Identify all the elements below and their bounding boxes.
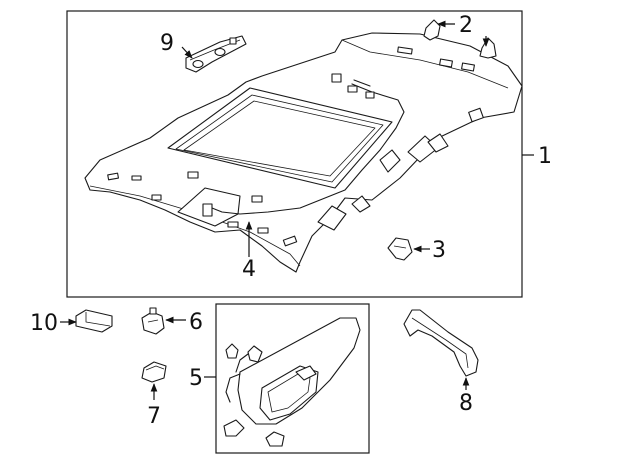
bracket-part-9	[185, 35, 247, 73]
headliner-frame	[66, 10, 523, 298]
callout-8: 8	[459, 391, 473, 416]
clip-part-2	[423, 19, 497, 59]
callout-2: 2	[459, 13, 473, 38]
callout-7: 7	[147, 404, 161, 429]
clip-part-3	[387, 237, 413, 261]
callout-9: 9	[160, 31, 174, 56]
part-7	[141, 361, 167, 383]
callout-1: 1	[538, 144, 552, 169]
part-6	[141, 307, 165, 335]
grab-handle-part-8	[403, 309, 479, 377]
callout-6: 6	[189, 310, 203, 335]
sun-visor-frame	[215, 303, 370, 454]
callout-10: 10	[30, 311, 58, 336]
leader-lines	[60, 20, 534, 400]
headliner-panel	[84, 32, 523, 273]
callout-4: 4	[242, 257, 256, 282]
sun-visor	[223, 317, 361, 447]
callout-3: 3	[432, 238, 446, 263]
part-10	[75, 309, 113, 333]
callout-5: 5	[189, 366, 203, 391]
wire-harness	[202, 79, 405, 217]
